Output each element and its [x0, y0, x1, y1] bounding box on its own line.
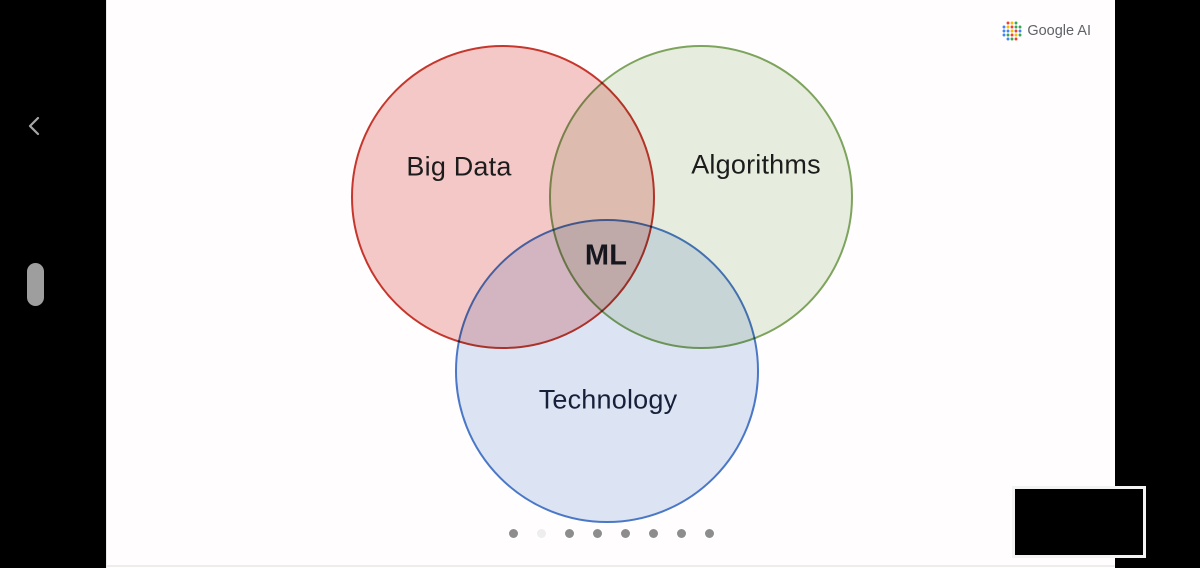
google-ai-label: Google AI — [1027, 23, 1091, 39]
google-ai-branding: Google AI — [1002, 21, 1091, 41]
set-label-big-data: Big Data — [406, 151, 512, 182]
pagination-dot[interactable] — [704, 529, 714, 538]
venn-circle-technology — [455, 219, 759, 523]
pagination-dot[interactable] — [620, 529, 630, 538]
back-chevron-icon[interactable] — [24, 115, 46, 137]
set-label-algorithms: Algorithms — [691, 149, 821, 180]
pip-window[interactable] — [1012, 486, 1146, 558]
set-label-technology: Technology — [538, 384, 678, 415]
google-ai-logo-icon — [1002, 21, 1022, 41]
left-black-bar — [0, 0, 106, 568]
pagination-dot[interactable] — [564, 529, 574, 538]
pagination-dot[interactable] — [648, 529, 658, 538]
right-black-bar — [1114, 0, 1200, 568]
venn-diagram — [351, 45, 853, 523]
edge-panel-handle[interactable] — [27, 263, 44, 306]
pagination-dots — [107, 529, 1115, 538]
pagination-dot[interactable] — [676, 529, 686, 538]
bottom-hairline — [107, 565, 1115, 567]
pagination-dot[interactable] — [536, 529, 546, 538]
slide-area: Big Data Algorithms Technology ML Google… — [106, 0, 1115, 568]
pagination-dot[interactable] — [592, 529, 602, 538]
pagination-dot[interactable] — [508, 529, 518, 538]
venn-center-label: ML — [584, 239, 628, 272]
